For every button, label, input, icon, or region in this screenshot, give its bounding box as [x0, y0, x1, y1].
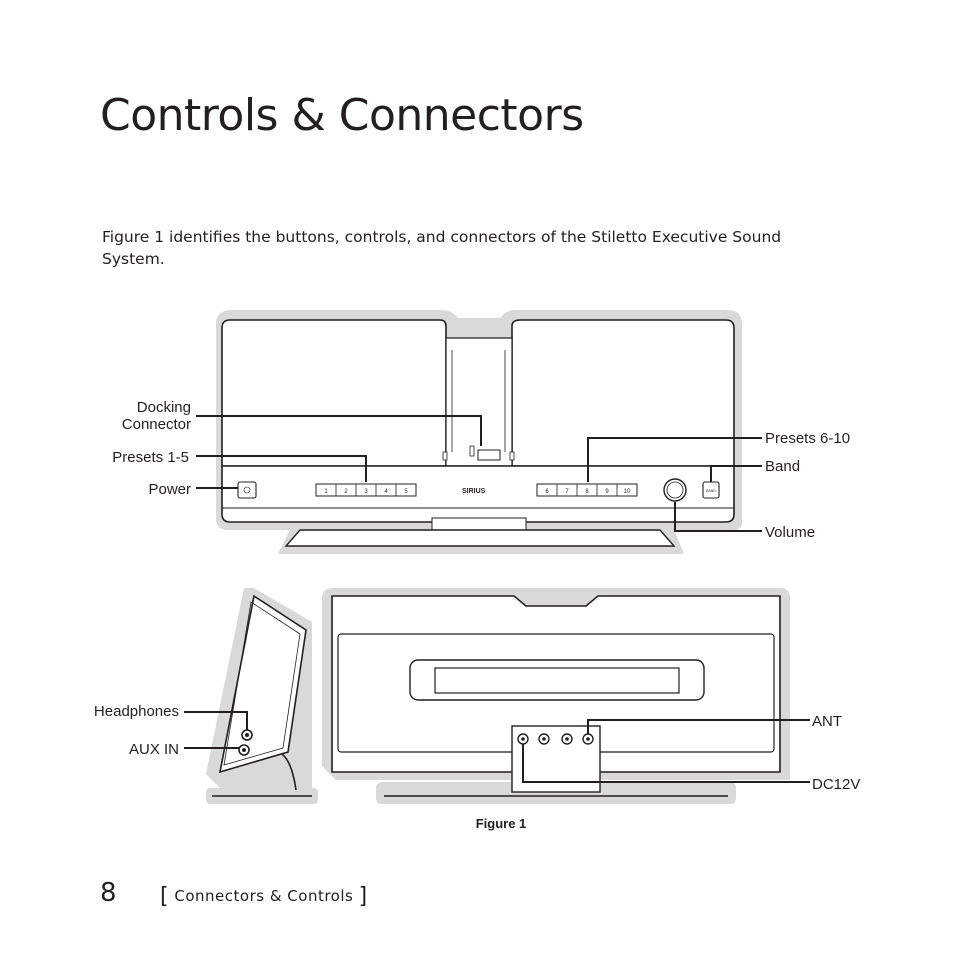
preset-button-8: 8 [585, 489, 589, 495]
callout-docking-line2: Connector [122, 416, 191, 433]
page-number: 8 [100, 878, 117, 908]
preset-button-1: 1 [324, 489, 328, 495]
preset-button-4: 4 [384, 489, 388, 495]
callout-ant: ANT [812, 713, 842, 730]
preset-button-10: 10 [624, 489, 631, 495]
callout-presets-6-10: Presets 6-10 [765, 430, 850, 447]
front-view: 1 2 3 4 5 SIRIUS 6 7 8 9 10 BAND [216, 310, 742, 554]
callout-headphones: Headphones [94, 703, 179, 720]
callout-band: Band [765, 458, 800, 475]
preset-button-9: 9 [605, 489, 609, 495]
callout-aux-in: AUX IN [129, 741, 179, 758]
intro-paragraph: Figure 1 identifies the buttons, control… [102, 228, 782, 268]
preset-button-6: 6 [545, 489, 549, 495]
side-view [206, 588, 318, 804]
figure-caption: Figure 1 [476, 816, 527, 831]
preset-button-2: 2 [344, 489, 348, 495]
preset-button-5: 5 [404, 489, 408, 495]
bottom-callout-lines [184, 711, 810, 783]
callout-power: Power [148, 481, 191, 498]
footer-bracket-close: ] [358, 884, 368, 909]
callout-volume: Volume [765, 524, 815, 541]
footer-bracket-open: [ [160, 884, 170, 909]
footer-section-label: Connectors & Controls [174, 887, 354, 905]
sirius-logo: SIRIUS [462, 488, 486, 495]
callout-presets-1-5: Presets 1-5 [112, 449, 189, 466]
preset-button-3: 3 [364, 489, 368, 495]
front-callout-lines [196, 415, 762, 532]
preset-button-7: 7 [565, 489, 569, 495]
page-title: Controls & Connectors [100, 90, 584, 141]
callout-dc12v: DC12V [812, 776, 860, 793]
band-button-label: BAND [706, 489, 716, 493]
callout-docking-line1: Docking [137, 399, 191, 416]
section-footer: [ Connectors & Controls ] [160, 884, 368, 909]
back-view [322, 588, 790, 804]
